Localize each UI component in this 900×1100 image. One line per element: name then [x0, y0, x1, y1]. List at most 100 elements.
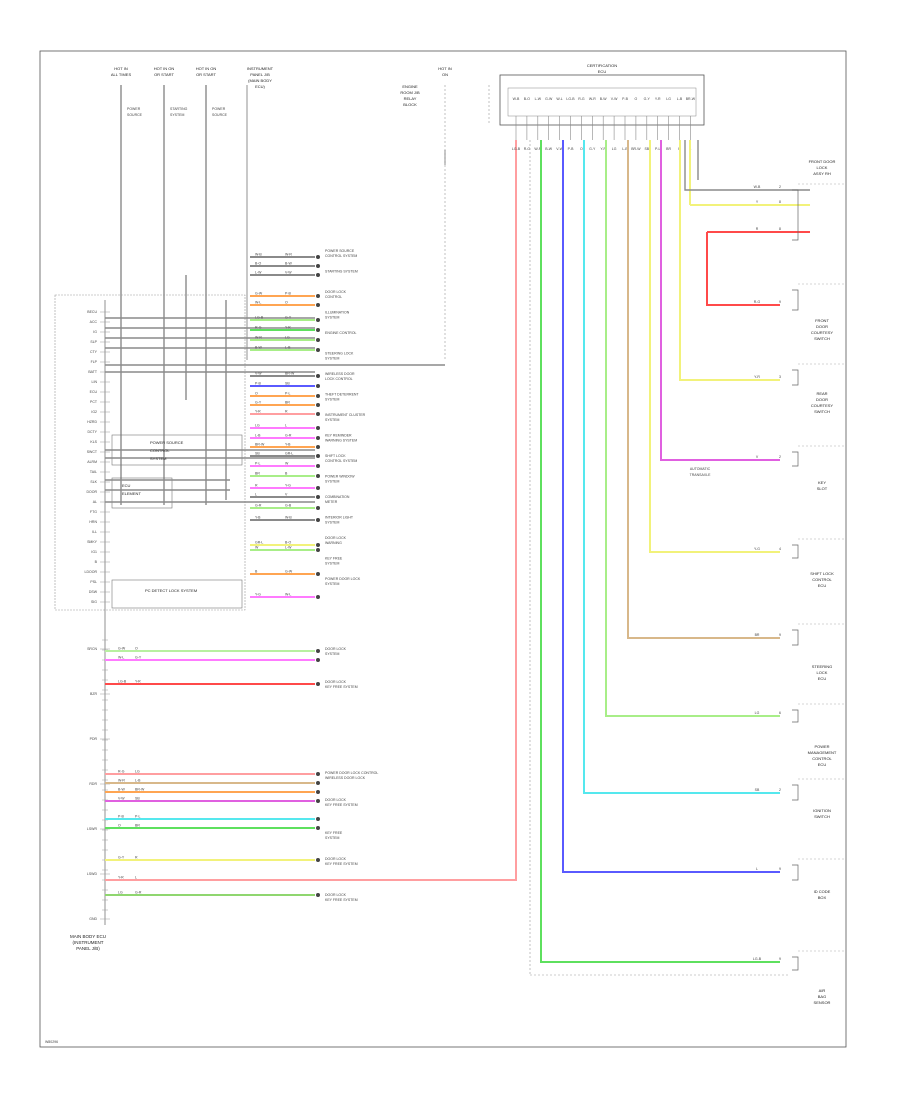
pin-number: 3: [779, 375, 781, 379]
wire-terminal: [316, 790, 320, 794]
ecu-pin-label: SLP: [90, 340, 97, 344]
component-label: SENSOR: [814, 1000, 831, 1005]
component-label: ASSY RH: [813, 171, 831, 176]
cert-wire-code: BR-W: [631, 147, 641, 151]
top-source-sublabel: POWER: [212, 107, 226, 111]
ecu-pin-label: RDR: [89, 782, 97, 786]
ecu-pin-label: AL: [93, 500, 97, 504]
top-source-label: ECU): [255, 84, 265, 89]
cert-ecu-label-line: ECU: [598, 69, 607, 74]
wire-code: G-W: [285, 570, 293, 574]
hot-in-label-line: HOT IN: [438, 66, 452, 71]
wire-code: B-O: [255, 262, 262, 266]
system-label: DOOR LOCK: [325, 290, 347, 294]
wire-code: V: [285, 493, 288, 497]
right-connector-brackets: [792, 183, 845, 971]
wire-terminal: [316, 294, 320, 298]
ecu-pin-label: PDR: [90, 737, 98, 741]
connector-bracket: [792, 784, 799, 801]
wire-code: BR-W: [285, 372, 295, 376]
lower-system-label: SYSTEM: [325, 652, 339, 656]
wire-code: B: [255, 570, 258, 574]
system-label: POWER DOOR LOCK: [325, 577, 361, 581]
wire-code: L-B: [285, 346, 291, 350]
wire-terminal: [316, 548, 320, 552]
certification-ecu-inner: [507, 87, 697, 117]
system-label: THEFT DETERRENT: [325, 393, 359, 397]
wire-code: P-B: [285, 292, 292, 296]
component-note: TRANSAXLE: [690, 473, 711, 477]
ecu-pin-label: SMKY: [87, 540, 98, 544]
wire-code: LG: [118, 891, 123, 895]
wire-code: V-W: [118, 797, 125, 801]
system-label: CONTROL SYSTEM: [325, 459, 357, 463]
wire-terminal: [316, 426, 320, 430]
cert-pin-label: W-L: [556, 97, 562, 101]
wire-code: W: [255, 546, 259, 550]
wire-code: R-G: [754, 300, 761, 304]
wire-terminal: [316, 464, 320, 468]
system-label: INSTRUMENT CLUSTER: [325, 413, 366, 417]
wire-code: L-W: [255, 271, 262, 275]
pin-number: 8: [779, 227, 781, 231]
top-source-label: OR START: [196, 72, 216, 77]
wire-code: G-Y: [118, 856, 125, 860]
left-pin-labels: BECUACCIGSLPCTYFLPBATTLINECUPCTIG2HZRDDC…: [85, 310, 110, 921]
wire-code: B-W: [255, 346, 263, 350]
wire-code: L: [285, 424, 287, 428]
ecu-pin-label: ALRM: [87, 460, 97, 464]
lower-system-label: WIRELESS DOOR LOCK: [325, 776, 366, 780]
wire-code: G-B: [285, 504, 292, 508]
main-body-ecu-label-line: (INSTRUMENT: [73, 940, 104, 945]
pin-number: 2: [779, 185, 781, 189]
component-label: COURTESY: [811, 330, 833, 335]
wire-code: R: [756, 227, 759, 231]
top-source-label: HOT IN ON: [154, 66, 175, 71]
connector-bracket: [792, 189, 799, 241]
component-label: ECU: [818, 583, 827, 588]
ecu-pin-label: ECU: [90, 390, 98, 394]
cert-wire-code: B-W: [545, 147, 553, 151]
cert-pin-label: B-W: [600, 97, 608, 101]
wire-terminal: [316, 403, 320, 407]
pc-detect-box: [111, 579, 243, 609]
lower-system-label: KEY FREE SYSTEM: [325, 685, 358, 689]
component-label: AIR: [819, 988, 826, 993]
component-label: FRONT: [815, 318, 829, 323]
wire-terminal: [316, 255, 320, 259]
ecu-pin-label: SIG: [91, 600, 97, 604]
system-label: CONTROL SYSTEM: [325, 254, 357, 258]
top-source-sublabel: STARTING: [170, 107, 188, 111]
ecu-pin-label: LDOOR: [85, 570, 98, 574]
ecu-pin-label: IG1: [91, 550, 97, 554]
cert-wire-code: LG: [612, 147, 617, 151]
ecu-pin-label: LIN: [92, 380, 98, 384]
wire-terminal: [316, 374, 320, 378]
ecu-pin-label: GND: [89, 917, 97, 921]
wire-code: B-O: [285, 541, 292, 545]
wire-code: W-L: [255, 301, 261, 305]
ecu-pin-label: DOOR: [87, 490, 98, 494]
wire-code: LG-B: [118, 680, 127, 684]
ecu-pin-label: ACC: [90, 320, 98, 324]
right-vertical-wires: [529, 140, 810, 976]
wire-code: Y-G: [255, 593, 261, 597]
top-source-sublabel: SOURCE: [127, 113, 143, 117]
system-label: POWER WINDOW: [325, 475, 355, 479]
system-label: SYSTEM: [325, 562, 339, 566]
ecu-pin-label: PSL: [90, 580, 97, 584]
wire-terminal: [316, 506, 320, 510]
cert-pin-label: LG: [666, 97, 671, 101]
wire-code: W-L: [285, 593, 291, 597]
ecu-pin-label: ILL: [92, 530, 97, 534]
wire-terminal: [316, 445, 320, 449]
wire-code: BR: [255, 472, 260, 476]
box-label: CONTROL: [150, 448, 170, 453]
element-box: [111, 477, 173, 509]
wire-code: G-W: [118, 647, 126, 651]
system-label: DOOR LOCK: [325, 536, 347, 540]
